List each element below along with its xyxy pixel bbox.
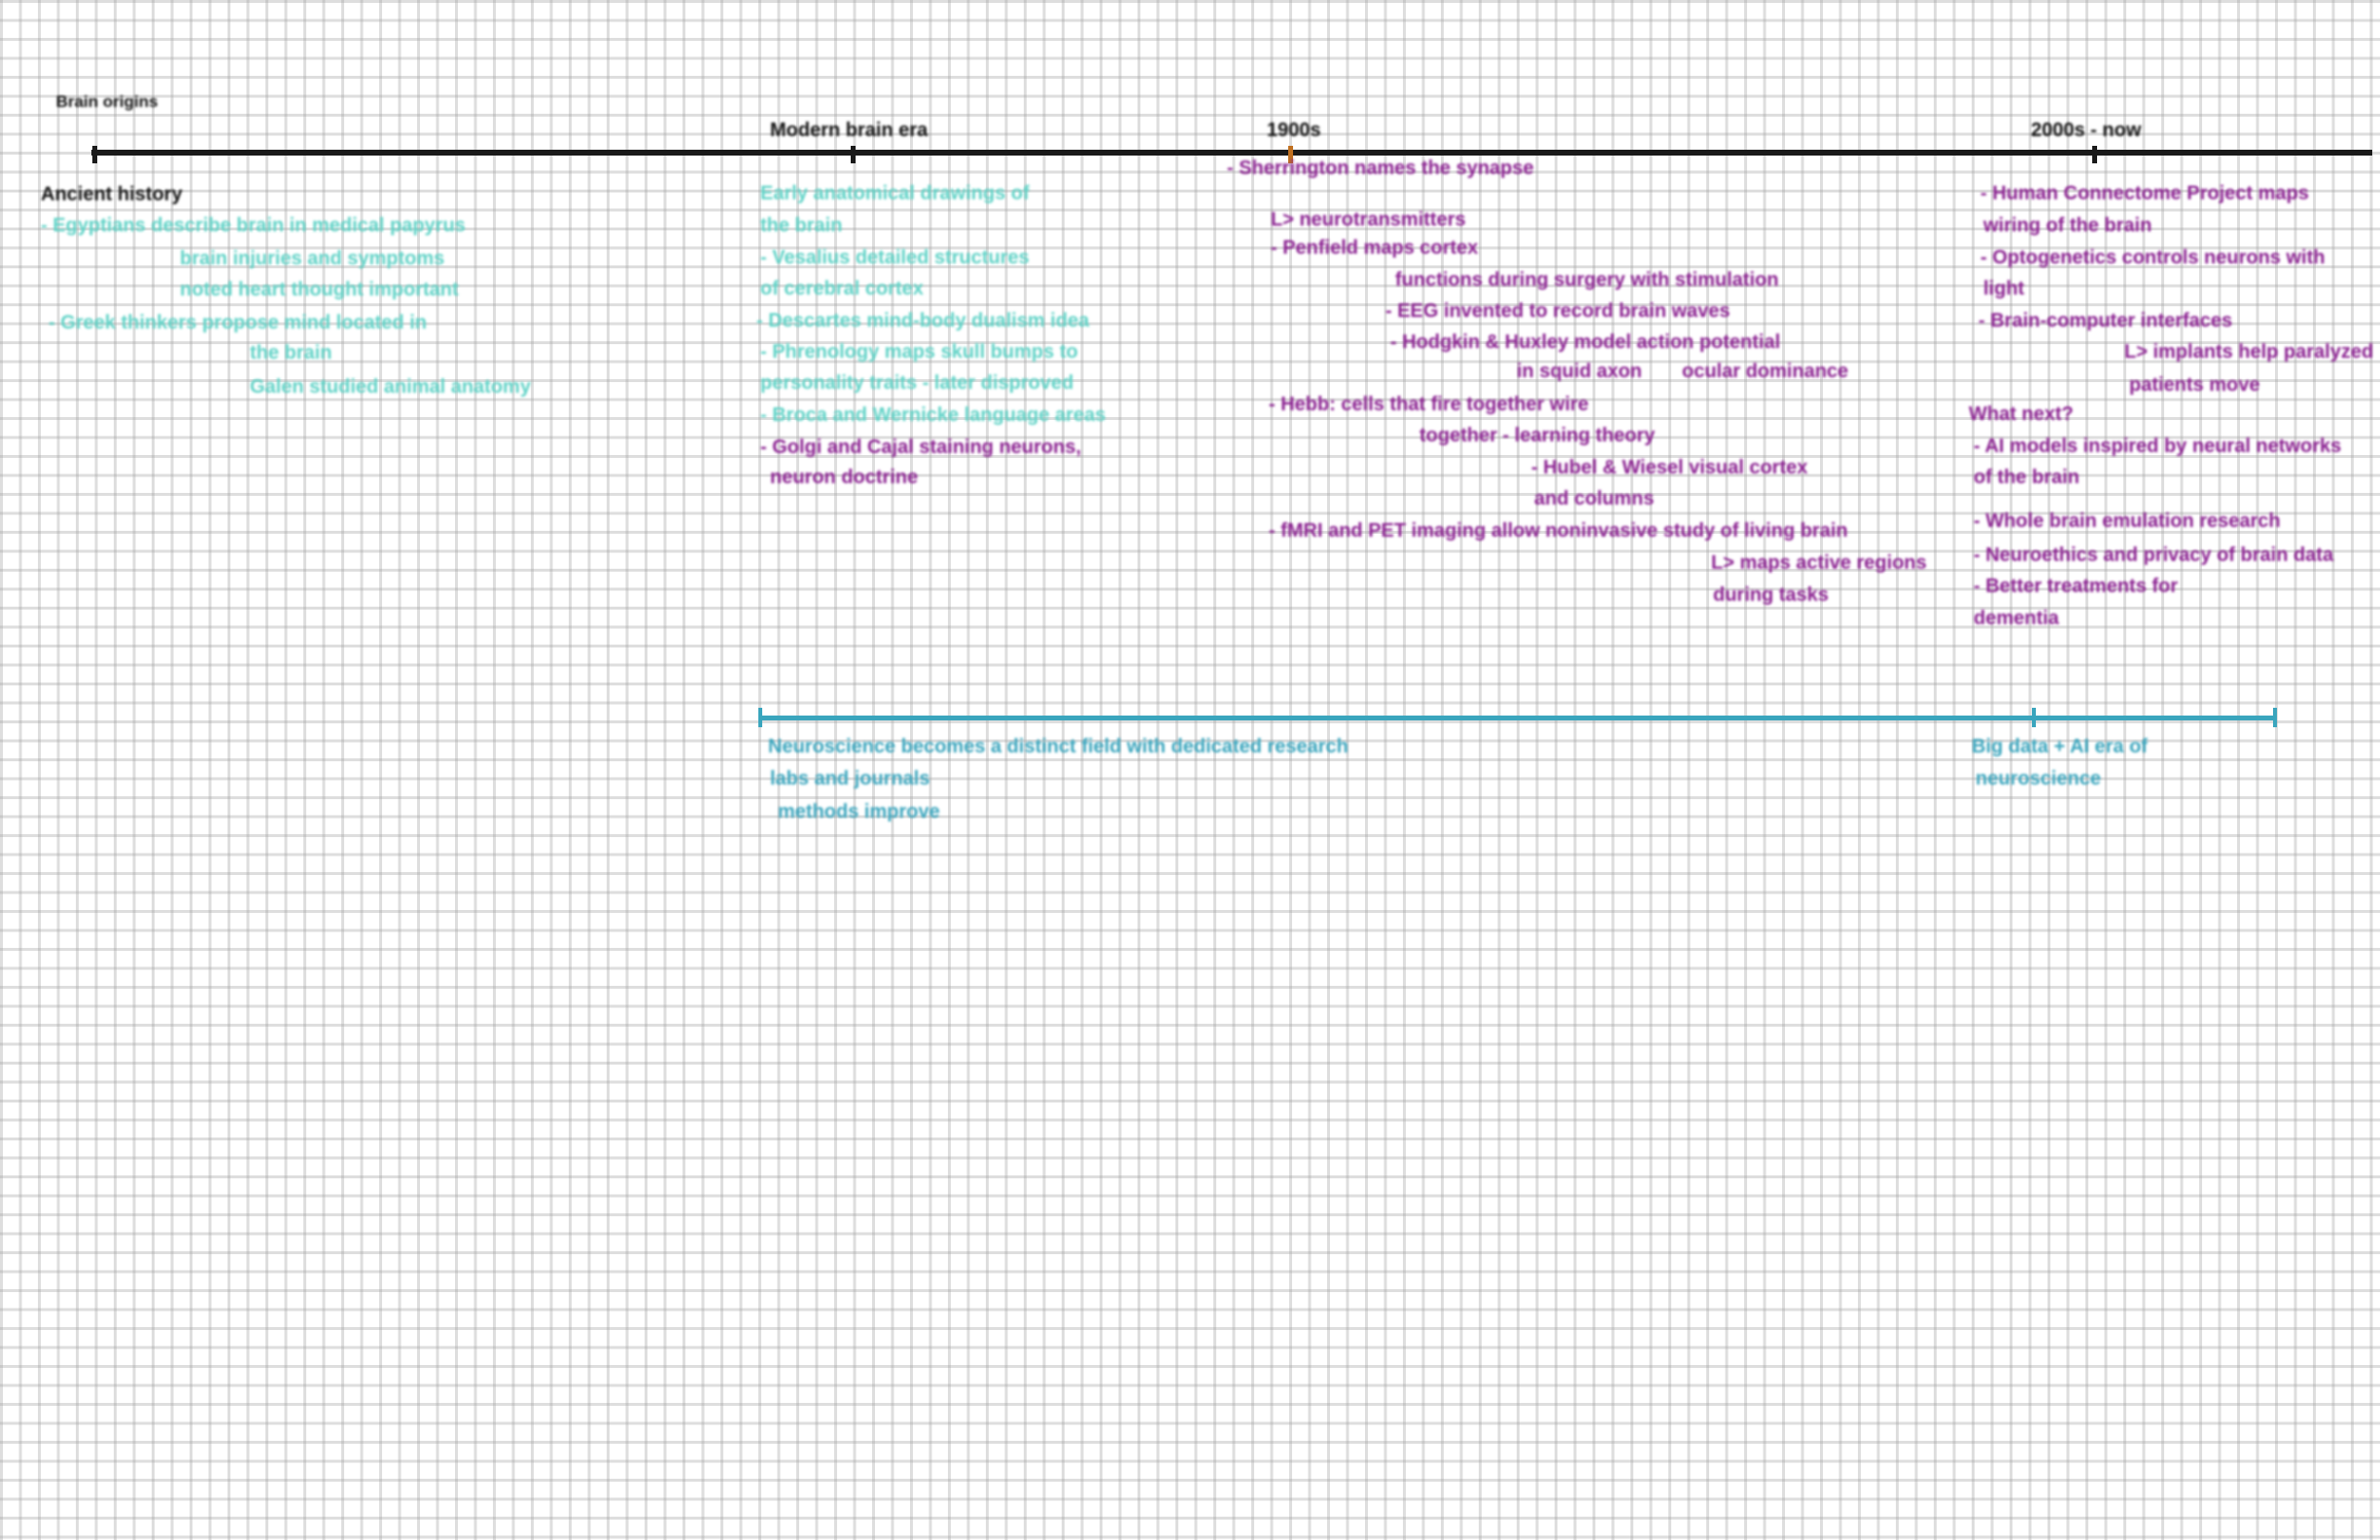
note-line: wiring of the brain <box>1983 215 2152 236</box>
note-line: - Golgi and Cajal staining neurons, <box>760 437 1082 458</box>
note-line: labs and journals <box>770 768 930 789</box>
note-line: - Human Connectome Project maps <box>1980 183 2309 204</box>
timeline-tick <box>851 146 856 163</box>
note-line: - Whole brain emulation research <box>1974 510 2281 532</box>
era-label: Brain origins <box>55 92 158 111</box>
note-line: - AI models inspired by neural networks <box>1974 436 2342 457</box>
note-line: together - learning theory <box>1419 425 1656 446</box>
timeline-tick <box>1288 146 1293 163</box>
note-line: L> maps active regions <box>1711 552 1927 574</box>
note-line: - Greek thinkers propose mind located in <box>49 312 427 333</box>
note-line: L> neurotransmitters <box>1271 209 1466 230</box>
era-span-tick <box>2273 708 2277 727</box>
note-line: ocular dominance <box>1682 361 1849 382</box>
note-line: dementia <box>1974 608 2059 629</box>
era-span-tick <box>2032 708 2036 727</box>
note-line: - Penfield maps cortex <box>1271 237 1479 259</box>
note-line: the brain <box>250 342 332 364</box>
note-line: in squid axon <box>1517 361 1642 382</box>
section-heading: Ancient history <box>41 184 183 205</box>
note-line: Neuroscience becomes a distinct field wi… <box>768 736 1348 757</box>
note-line: - Descartes mind-body dualism idea <box>756 310 1090 332</box>
timeline-tick <box>2092 146 2097 163</box>
note-line: - Vesalius detailed structures <box>760 247 1030 268</box>
note-line: of cerebral cortex <box>760 278 924 299</box>
era-label: Modern brain era <box>770 120 928 141</box>
note-line: light <box>1983 278 2025 299</box>
note-line: - Hubel & Wiesel visual cortex <box>1531 457 1808 478</box>
note-line: - Broca and Wernicke language areas <box>760 404 1106 426</box>
era-label: 2000s - now <box>2031 120 2142 141</box>
note-line: - Better treatments for <box>1974 576 2179 597</box>
note-line: the brain <box>760 215 843 236</box>
note-line: - Optogenetics controls neurons with <box>1980 247 2326 268</box>
note-line: - Sherrington names the synapse <box>1227 158 1534 179</box>
era-span-line <box>758 716 2277 720</box>
note-line: What next? <box>1969 403 2074 425</box>
timeline-axis <box>91 150 2372 156</box>
note-line: personality traits - later disproved <box>760 372 1074 394</box>
era-label: 1900s <box>1267 120 1321 141</box>
timeline-tick <box>92 146 97 163</box>
note-line: patients move <box>2129 374 2260 396</box>
note-line: - Brain-computer interfaces <box>1978 310 2233 332</box>
note-line: during tasks <box>1713 584 1829 606</box>
note-line: - Neuroethics and privacy of brain data <box>1974 544 2334 566</box>
note-line: functions during surgery with stimulatio… <box>1395 269 1779 291</box>
note-line: and columns <box>1534 488 1655 509</box>
note-line: Early anatomical drawings of <box>760 183 1030 204</box>
note-line: - fMRI and PET imaging allow noninvasive… <box>1269 520 1848 542</box>
era-span-tick <box>758 708 762 727</box>
note-line: - Phrenology maps skull bumps to <box>760 341 1078 363</box>
note-line: - Hodgkin & Huxley model action potentia… <box>1390 332 1781 353</box>
note-line: methods improve <box>778 801 940 822</box>
note-line: - EEG invented to record brain waves <box>1385 300 1731 322</box>
note-line: neuron doctrine <box>770 467 919 488</box>
note-line: L> implants help paralyzed <box>2124 341 2374 363</box>
note-line: Big data + AI era of <box>1972 736 2148 757</box>
note-line: brain injuries and symptoms <box>180 248 445 269</box>
note-line: - Hebb: cells that fire together wire <box>1269 394 1589 415</box>
note-line: Galen studied animal anatomy <box>250 376 531 398</box>
note-line: - Egyptians describe brain in medical pa… <box>41 215 466 236</box>
note-line: of the brain <box>1974 467 2080 488</box>
note-line: noted heart thought important <box>180 279 459 300</box>
note-line: neuroscience <box>1976 768 2101 789</box>
